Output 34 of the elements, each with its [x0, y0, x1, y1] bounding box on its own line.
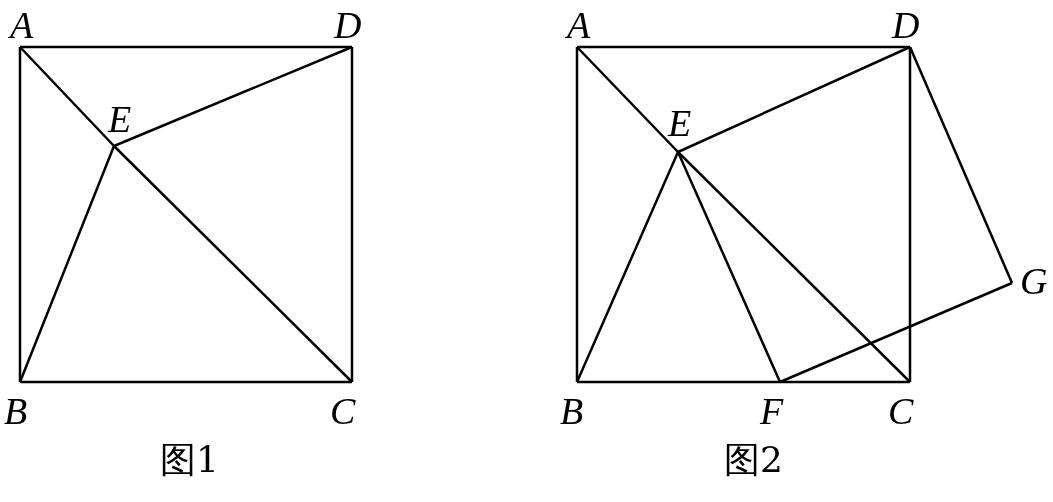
point-label: E: [108, 100, 132, 138]
line-segment: [575, 151, 680, 383]
point-label: G: [1020, 262, 1048, 300]
line-segment: [677, 151, 911, 383]
line-segment: [350, 47, 354, 382]
line-segment: [676, 151, 782, 383]
line-segment: [677, 45, 911, 154]
line-segment: [908, 47, 912, 382]
point-label: B: [560, 392, 584, 430]
point-label: D: [892, 6, 920, 44]
line-segment: [18, 47, 22, 382]
line-segment: [18, 145, 116, 383]
point-label: D: [334, 6, 362, 44]
line-segment: [20, 380, 352, 384]
line-segment: [20, 45, 352, 49]
point-label: C: [330, 392, 356, 430]
line-segment: [780, 380, 910, 384]
line-segment: [577, 45, 910, 49]
line-segment: [113, 45, 353, 148]
line-segment: [576, 46, 679, 153]
line-segment: [577, 380, 780, 384]
line-segment: [575, 47, 579, 382]
line-segment: [113, 145, 353, 383]
point-label: A: [567, 6, 591, 44]
point-label: F: [760, 392, 784, 430]
figure-caption: 图2: [724, 440, 783, 480]
line-segment: [779, 281, 1013, 384]
figure-caption: 图1: [160, 440, 219, 480]
point-label: C: [888, 392, 914, 430]
line-segment: [908, 46, 1014, 284]
line-segment: [19, 46, 115, 147]
point-label: E: [668, 104, 692, 142]
point-label: B: [4, 392, 28, 430]
point-label: A: [10, 6, 34, 44]
